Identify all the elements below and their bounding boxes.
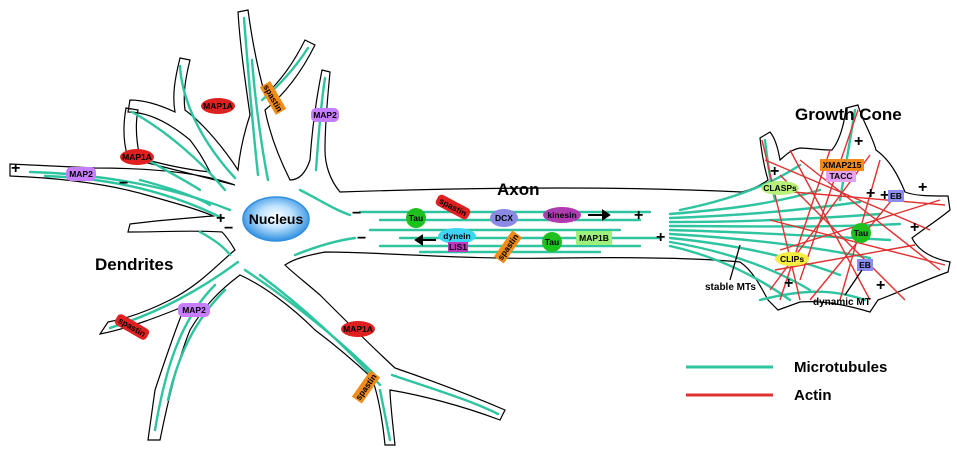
plus-sign: + [910,219,919,236]
lis1-marker: LIS1 [448,242,468,252]
svg-text:MAP2: MAP2 [182,305,206,315]
svg-text:kinesin: kinesin [547,210,576,220]
growth-cone-label: Growth Cone [795,105,902,124]
map1a-marker: MAP1A [120,149,154,165]
tau-marker: Tau [406,208,426,228]
map2-marker: MAP2 [311,108,339,122]
svg-text:XMAP215: XMAP215 [823,160,862,170]
clasps-marker: CLASPs [761,181,799,195]
svg-text:MAP2: MAP2 [69,169,93,179]
xmap215-marker: XMAP215 [820,159,864,171]
dynamic-mt-label: dynamic MT [813,297,871,308]
plus-sign: + [918,179,927,196]
tacc-marker: TACC [826,171,856,182]
stable-mts-pointer [729,244,741,281]
plus-sign: + [880,187,889,204]
dynamic-mt-pointer [844,269,863,296]
map1a-marker: MAP1A [341,321,375,337]
nucleus [242,196,310,242]
dcx-marker: DCX [490,209,518,227]
legend-actin-label: Actin [794,387,832,404]
svg-text:LIS1: LIS1 [449,242,467,252]
kinesin-marker: kinesin [543,207,581,223]
eb-marker: EB [888,190,904,202]
svg-text:DCX: DCX [495,213,513,223]
svg-text:MAP1A: MAP1A [122,152,152,162]
eb-marker: EB [857,259,873,271]
legend: Microtubules Actin [686,359,887,404]
dynein-marker: dynein [438,228,476,244]
polarity-signs: + − + − − − + + + + + + + + + + [11,133,927,294]
plus-sign: + [876,277,885,294]
plus-sign: + [634,207,643,224]
map1b-marker: MAP1B [576,231,612,245]
motor-arrows [414,209,611,246]
legend-microtubules-label: Microtubules [794,359,887,376]
svg-text:Tau: Tau [545,237,559,247]
axon-label: Axon [497,180,540,199]
svg-text:EB: EB [890,191,902,201]
plus-sign: + [11,160,20,177]
tau-marker: Tau [851,223,871,243]
svg-text:MAP1B: MAP1B [579,233,609,243]
svg-text:Tau: Tau [409,213,423,223]
dendrites-label: Dendrites [95,255,173,274]
tau-marker: Tau [542,232,562,252]
stable-mts-label: stable MTs [705,282,756,293]
plus-sign: + [656,229,665,246]
clips-marker: CLIPs [775,252,809,266]
nucleus-label: Nucleus [249,211,304,227]
svg-text:Tau: Tau [854,228,868,238]
svg-text:CLIPs: CLIPs [780,254,804,264]
plus-sign: + [770,163,779,180]
minus-sign: − [119,175,128,192]
map2-marker: MAP2 [178,303,210,317]
plus-sign: + [854,133,863,150]
map2-marker: MAP2 [66,167,96,181]
plus-sign: + [866,185,875,202]
plus-sign: + [216,210,225,227]
plus-sign: + [784,275,793,292]
svg-text:TACC: TACC [830,171,853,181]
svg-text:MAP1A: MAP1A [203,101,233,111]
actin-lines [761,109,946,301]
neuron-outline [9,9,951,446]
map1a-marker: MAP1A [201,98,235,114]
minus-sign: − [352,205,361,222]
minus-sign: − [357,230,366,247]
svg-text:MAP2: MAP2 [313,110,337,120]
svg-text:MAP1A: MAP1A [343,324,373,334]
svg-text:dynein: dynein [443,231,470,241]
svg-text:EB: EB [859,260,871,270]
svg-text:CLASPs: CLASPs [763,183,797,193]
minus-sign: − [224,220,233,237]
